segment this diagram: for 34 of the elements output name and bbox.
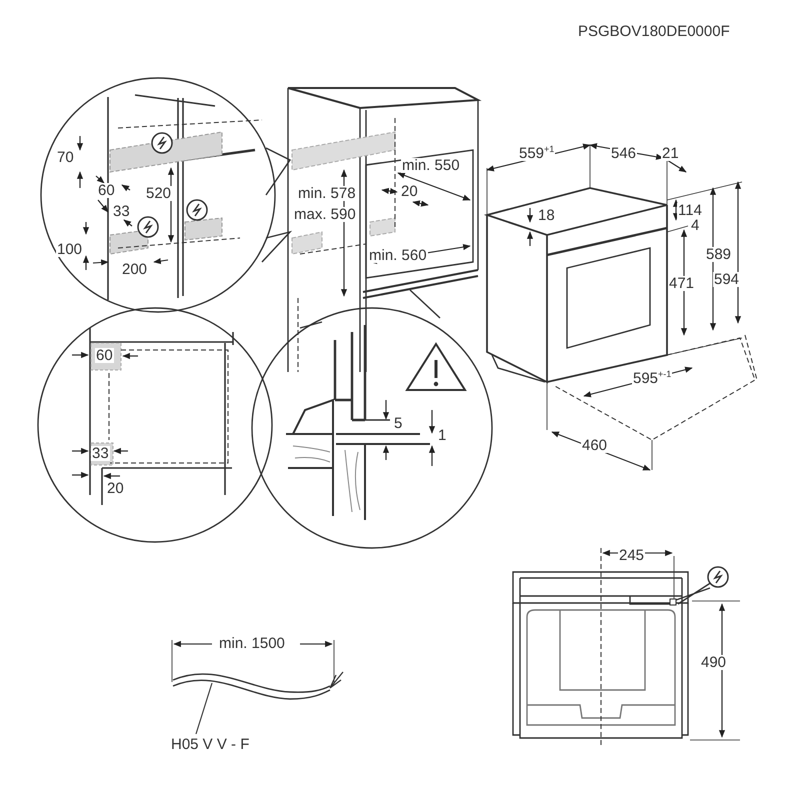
dimension-label: 20	[106, 481, 125, 496]
dimension-label: 559$^{+1}$	[518, 145, 556, 161]
dimension-label: 21	[661, 146, 680, 161]
dimension-label: 200	[121, 262, 148, 277]
dimension-label: 245	[618, 548, 646, 563]
dimension-label: 595$^{+-1}$	[632, 370, 672, 386]
drawing-code: PSGBOV180DE0000F	[577, 24, 731, 39]
dimension-label: 471	[668, 276, 696, 291]
dimension-label: 33	[112, 204, 131, 219]
dimension-label: 520	[145, 186, 172, 201]
dimension-label: 589	[705, 247, 732, 262]
dimension-label: 5	[393, 416, 404, 431]
leader-line	[195, 682, 213, 734]
dimension-label: 1	[437, 428, 448, 443]
dimension-label: 33	[91, 446, 110, 461]
dimension-label: 60	[95, 348, 114, 363]
dimension-label: 18	[537, 208, 556, 223]
dimension-label: max. 590	[293, 207, 357, 222]
cable-drawing	[172, 671, 344, 700]
dimension-label: 4	[690, 218, 700, 233]
dimension-label: 20	[400, 184, 419, 199]
dimension-label: 114	[677, 203, 703, 218]
dimension-label: 70	[56, 150, 75, 165]
dimension-label: 100	[56, 242, 84, 257]
dimension-label: 490	[700, 655, 728, 670]
dimension-label: min. 560	[368, 248, 428, 263]
cable-type-label: H05 V V - F	[170, 737, 250, 752]
dimension-label: min. 578	[297, 186, 357, 201]
dimension-label: min. 550	[401, 158, 461, 173]
dimension-label: min. 1500	[218, 636, 286, 651]
dimension-label: 60	[97, 183, 116, 198]
dimension-label: 546	[610, 146, 638, 161]
dimension-label: 460	[581, 438, 608, 453]
dimension-label: 594	[713, 272, 740, 287]
